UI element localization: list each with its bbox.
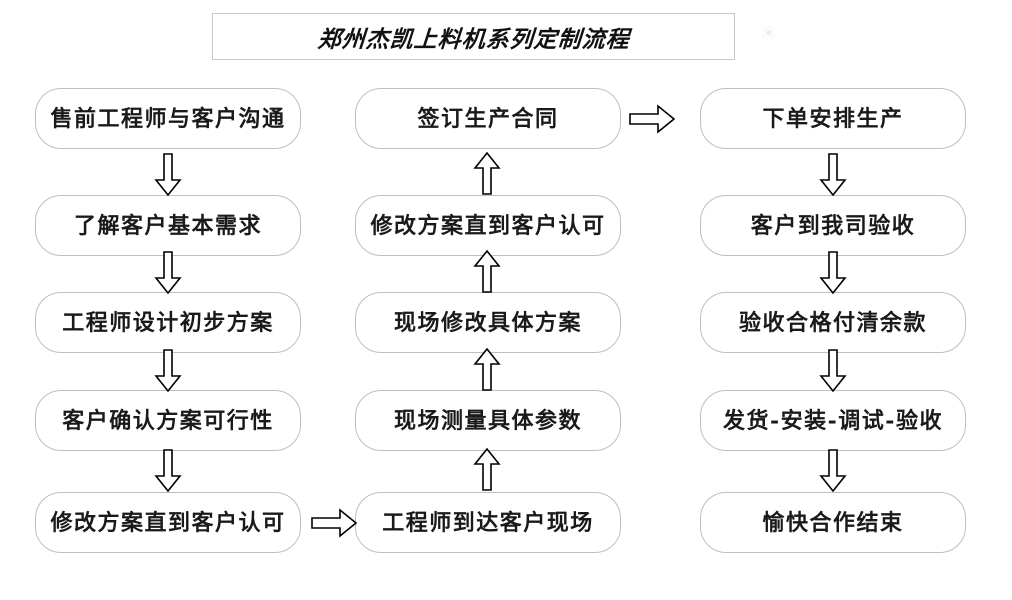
right-arrow-icon-col1-to-col2 (310, 508, 358, 538)
down-arrow-icon (818, 251, 848, 295)
node-label: 修改方案直到客户认可 (370, 212, 606, 239)
node-col1-1[interactable]: 售前工程师与客户沟通 (35, 88, 301, 149)
down-arrow-icon (153, 153, 183, 197)
node-label: 客户到我司验收 (750, 212, 916, 239)
down-arrow-icon (818, 153, 848, 197)
node-col2-5[interactable]: 工程师到达客户现场 (355, 492, 621, 553)
node-col1-2[interactable]: 了解客户基本需求 (35, 195, 301, 256)
node-label: 工程师到达客户现场 (382, 509, 594, 536)
node-label: 愉快合作结束 (762, 509, 904, 536)
node-label: 售前工程师与客户沟通 (50, 105, 286, 132)
chart-title: 郑州杰凯上料机系列定制流程 (316, 25, 631, 53)
node-col2-3[interactable]: 现场修改具体方案 (355, 292, 621, 353)
up-arrow-icon (472, 447, 502, 491)
node-col3-2[interactable]: 客户到我司验收 (700, 195, 966, 256)
right-arrow-icon-col2-to-col3 (628, 104, 676, 134)
chart-title-box: 郑州杰凯上料机系列定制流程 (212, 13, 735, 60)
node-col2-1[interactable]: 签订生产合同 (355, 88, 621, 149)
node-label: 验收合格付清余款 (738, 309, 927, 336)
node-label: 工程师设计初步方案 (62, 309, 274, 336)
node-col3-3[interactable]: 验收合格付清余款 (700, 292, 966, 353)
node-label: 客户确认方案可行性 (62, 407, 274, 434)
node-col1-5[interactable]: 修改方案直到客户认可 (35, 492, 301, 553)
node-col3-1[interactable]: 下单安排生产 (700, 88, 966, 149)
down-arrow-icon (153, 251, 183, 295)
up-arrow-icon (472, 347, 502, 391)
decorative-speck (762, 26, 775, 39)
node-col1-4[interactable]: 客户确认方案可行性 (35, 390, 301, 451)
down-arrow-icon (153, 349, 183, 393)
node-col2-4[interactable]: 现场测量具体参数 (355, 390, 621, 451)
down-arrow-icon (818, 449, 848, 493)
up-arrow-icon (472, 151, 502, 195)
node-label: 下单安排生产 (762, 105, 904, 132)
node-label: 现场修改具体方案 (393, 309, 582, 336)
node-label: 发货-安装-调试-验收 (723, 407, 943, 434)
node-col2-2[interactable]: 修改方案直到客户认可 (355, 195, 621, 256)
node-col3-4[interactable]: 发货-安装-调试-验收 (700, 390, 966, 451)
node-label: 修改方案直到客户认可 (50, 509, 286, 536)
node-col3-5[interactable]: 愉快合作结束 (700, 492, 966, 553)
node-col1-3[interactable]: 工程师设计初步方案 (35, 292, 301, 353)
node-label: 现场测量具体参数 (393, 407, 582, 434)
down-arrow-icon (818, 349, 848, 393)
node-label: 了解客户基本需求 (73, 212, 262, 239)
down-arrow-icon (153, 449, 183, 493)
node-label: 签订生产合同 (417, 105, 559, 132)
